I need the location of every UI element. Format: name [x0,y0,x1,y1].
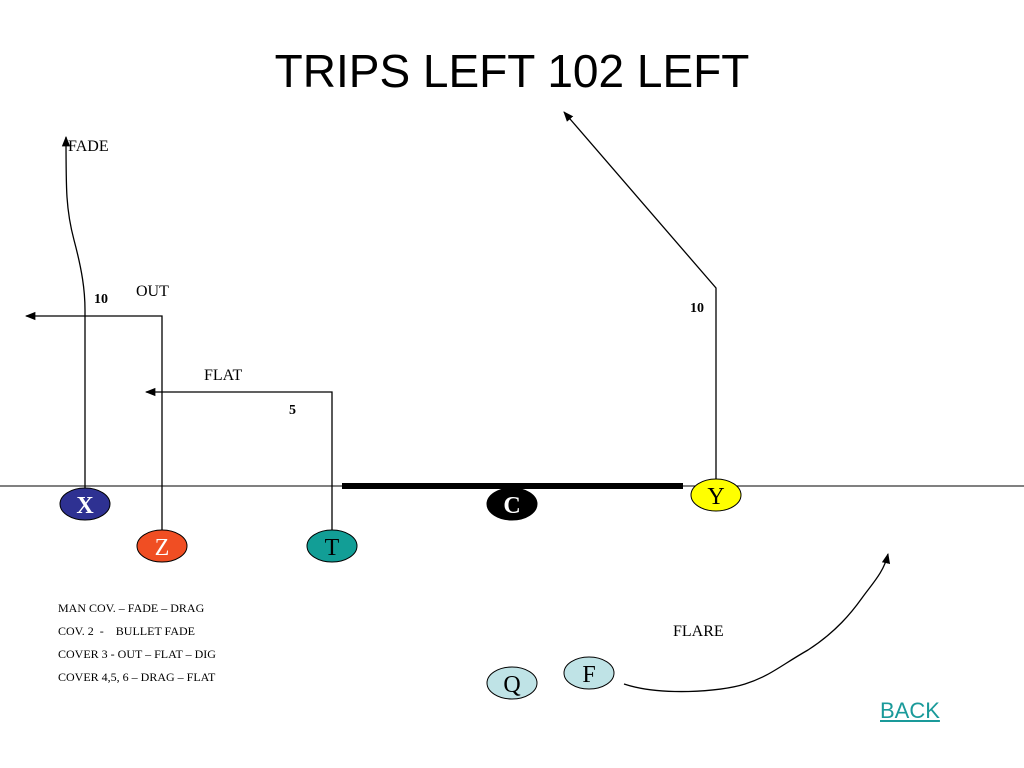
fade-label: FADE [68,138,109,155]
player-q-marker [486,666,538,700]
player-f: F [563,656,615,690]
player-c: C [486,487,538,521]
coverage-note: COV. 2 - BULLET FADE [58,624,196,638]
play-title: TRIPS LEFT 102 LEFT [274,45,750,97]
t-depth-label: 5 [289,403,296,418]
player-y-marker [690,478,742,512]
z-out-route [24,311,163,530]
coverage-note: COVER 3 - OUT – FLAT – DIG [58,647,216,661]
player-x-label: X [76,493,94,519]
player-x-marker [59,487,111,521]
f-flare-route [623,552,891,693]
player-z-label: Z [155,535,170,561]
t-flat-route [144,387,333,530]
back-link[interactable]: BACK [880,698,940,723]
player-f-label: F [582,662,595,688]
flat-label: FLAT [204,367,242,384]
x-depth-label: 10 [94,292,108,307]
coverage-note: MAN COV. – FADE – DRAG [58,601,205,615]
player-c-label: C [503,493,520,519]
flare-label: FLARE [673,623,724,640]
player-t: T [306,529,358,563]
player-t-label: T [325,535,340,561]
player-c-marker [486,487,538,521]
out-label: OUT [136,283,169,300]
player-q-label: Q [503,672,520,698]
y-depth-label: 10 [690,301,704,316]
x-fade-route [61,135,86,492]
player-f-marker [563,656,615,690]
coverage-notes: MAN COV. – FADE – DRAG COV. 2 - BULLET F… [58,600,216,692]
player-q: Q [486,666,538,700]
player-x: X [59,487,111,521]
y-route [563,111,717,480]
player-t-marker [306,529,358,563]
coverage-note: COVER 4,5, 6 – DRAG – FLAT [58,670,216,684]
player-z: Z [136,529,188,563]
player-y: Y [690,478,742,512]
player-z-marker [136,529,188,563]
player-y-label: Y [707,484,724,510]
